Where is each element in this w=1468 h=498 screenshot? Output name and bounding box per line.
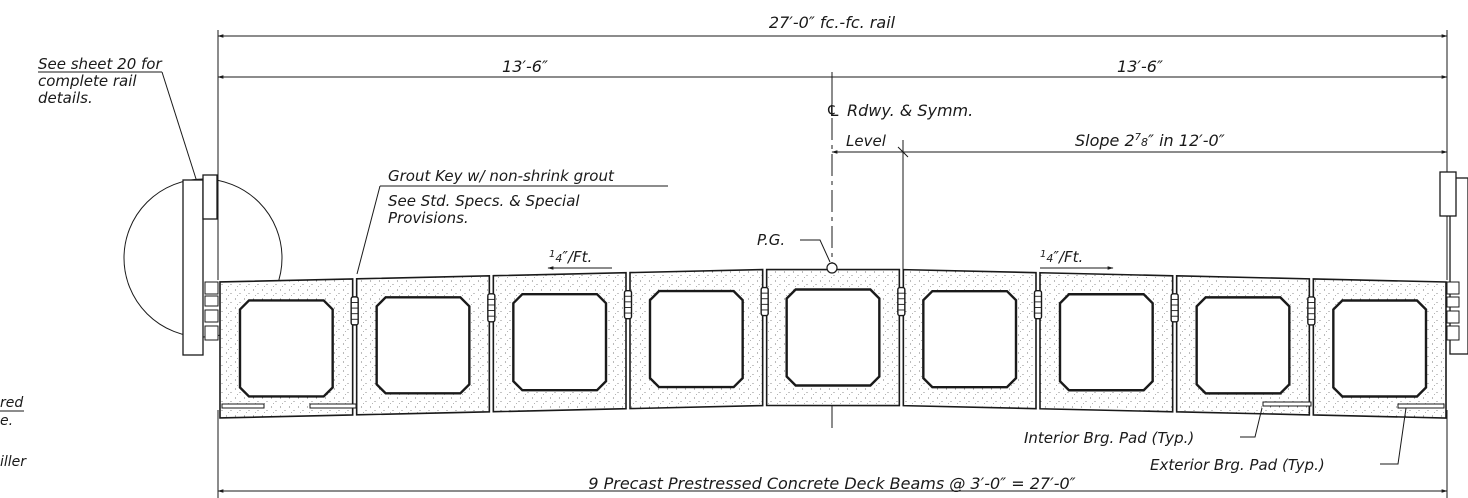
rail-note-line2: complete rail <box>38 72 137 90</box>
deck-beams <box>219 268 1447 419</box>
bearing-pads <box>221 401 1445 409</box>
slope-left-den: 4 <box>555 252 562 265</box>
exterior-pad-label: Exterior Brg. Pad (Typ.) <box>1150 456 1325 474</box>
slope-left-suffix: ″/Ft. <box>562 248 592 266</box>
grout-specs-line2: Provisions. <box>388 209 469 227</box>
grout-key <box>897 286 906 317</box>
grout-key <box>1033 289 1043 320</box>
deck-beam <box>492 271 627 413</box>
slope-label: Slope 278″ in 12′-0″ <box>1075 131 1225 150</box>
centerline-symbol: ℄ <box>826 101 840 120</box>
slope-right-num: 1 <box>1040 249 1046 260</box>
left-rail <box>123 174 283 356</box>
level-label: Level <box>846 132 887 150</box>
slope-right-suffix: ″/Ft. <box>1053 248 1083 266</box>
right-half-dimension: 13′-6″ <box>1117 57 1163 76</box>
slope-left-label: 14″/Ft. <box>549 248 592 266</box>
deck-beam <box>902 268 1037 410</box>
slope-frac-den: 8 <box>1141 136 1148 149</box>
interior-pad-callout: Interior Brg. Pad (Typ.) <box>1024 407 1263 447</box>
grout-key <box>1307 296 1316 326</box>
slope-frac-num: 7 <box>1135 132 1142 143</box>
deck-beam <box>765 268 901 407</box>
deck-beam <box>219 278 354 419</box>
rail-note-line1: See sheet 20 for <box>38 55 162 73</box>
profile-grade: P.G. <box>757 231 838 274</box>
slope-arrow-left: 14″/Ft. <box>547 248 612 270</box>
rail-note: See sheet 20 for complete rail details. <box>38 55 198 183</box>
grout-key <box>623 289 633 320</box>
truncated-left-notes: red e. iller <box>0 395 27 470</box>
slope-right-label: 14″/Ft. <box>1040 248 1083 266</box>
slope-prefix: Slope 2 <box>1075 131 1135 150</box>
overall-dimension-label: 27′-0″ fc.-fc. rail <box>769 13 896 32</box>
beam-spacing-label: 9 Precast Prestressed Concrete Deck Beam… <box>588 474 1075 493</box>
deck-beam <box>355 274 491 416</box>
overall-dimension: 27′-0″ fc.-fc. rail <box>217 13 1448 280</box>
rail-note-line3: details. <box>38 89 93 107</box>
cut-note-1: red <box>0 395 23 411</box>
exterior-pad-callout: Exterior Brg. Pad (Typ.) <box>1150 407 1407 474</box>
grout-key <box>760 286 769 317</box>
half-dimensions: 13′-6″ 13′-6″ <box>217 57 1448 82</box>
centerline: ℄ Rdwy. & Symm. <box>826 82 973 430</box>
cut-note-3: iller <box>0 454 27 470</box>
deck-beam <box>1175 275 1311 416</box>
deck-beam <box>629 268 764 410</box>
deck-beam <box>1039 271 1174 413</box>
interior-pad-label: Interior Brg. Pad (Typ.) <box>1024 429 1194 447</box>
centerline-label: Rdwy. & Symm. <box>847 101 973 120</box>
grout-key-label: Grout Key w/ non-shrink grout <box>388 167 615 185</box>
slope-suffix: ″ in 12′-0″ <box>1148 131 1225 150</box>
grout-specs-line1: See Std. Specs. & Special <box>388 192 580 210</box>
left-half-dimension: 13′-6″ <box>502 57 548 76</box>
slope-left-num: 1 <box>549 249 555 260</box>
pg-label: P.G. <box>757 231 785 249</box>
grout-keys <box>350 286 1316 326</box>
deck-beam <box>1312 278 1447 419</box>
cross-slope-dimension: Level Slope 278″ in 12′-0″ <box>831 131 1448 280</box>
slope-arrow-right: 14″/Ft. <box>1040 248 1114 270</box>
slope-right-den: 4 <box>1046 252 1053 265</box>
grout-key <box>1170 293 1179 323</box>
grout-key <box>350 296 359 326</box>
beam-spacing-dimension: 9 Precast Prestressed Concrete Deck Beam… <box>217 410 1448 498</box>
grout-key <box>487 293 496 323</box>
grout-key-note: Grout Key w/ non-shrink grout See Std. S… <box>356 167 668 275</box>
right-rail <box>1439 171 1468 355</box>
cut-note-2: e. <box>0 413 13 429</box>
